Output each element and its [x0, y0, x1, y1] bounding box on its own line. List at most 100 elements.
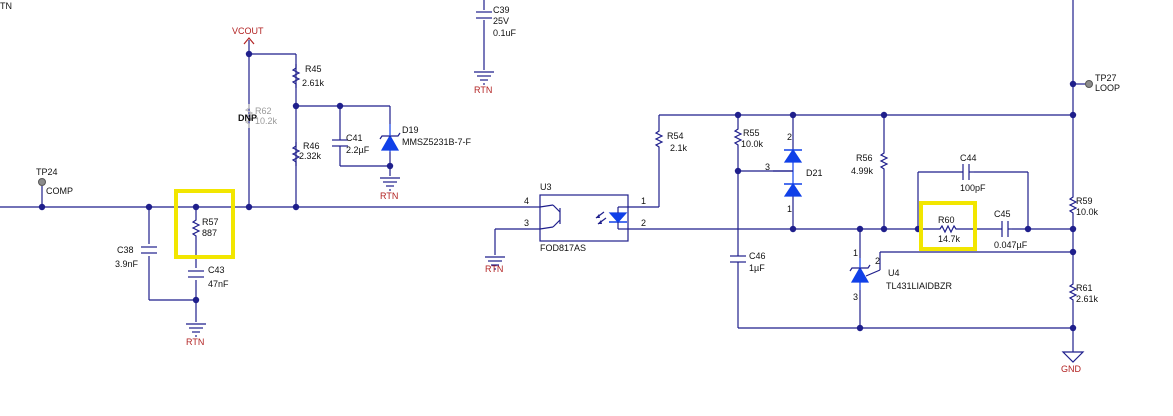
c39-value: 0.1uF	[493, 28, 517, 38]
u4-pin-3: 3	[853, 292, 858, 302]
c45-capacitor-icon	[1000, 221, 1012, 237]
c43-ref: C43	[208, 265, 225, 275]
c46-ref: C46	[749, 251, 766, 261]
c43-value: 47nF	[208, 279, 229, 289]
c46-capacitor-icon	[730, 252, 746, 272]
u3-pin-3: 3	[524, 218, 529, 228]
rtn-label: RTN	[186, 337, 204, 347]
tn-net-label: TN	[0, 1, 12, 11]
junction-dot	[1069, 324, 1077, 332]
c38-ref: C38	[117, 245, 134, 255]
r57-resistor-icon	[191, 216, 201, 240]
u3-pin-1: 1	[641, 196, 646, 206]
u4-pin-2: 2	[875, 256, 880, 266]
c44-capacitor-icon	[962, 164, 974, 180]
r60-highlight-box	[919, 201, 977, 251]
c45-ref: C45	[994, 209, 1011, 219]
r59-ref: R59	[1076, 196, 1093, 206]
d19-ref: D19	[402, 125, 419, 135]
dnp-label: DNP	[238, 113, 257, 123]
c43-capacitor-icon	[188, 270, 204, 278]
junction-dot	[734, 111, 742, 119]
junction-dot	[789, 111, 797, 119]
junction-dot	[292, 102, 300, 110]
tp24-testpoint-icon	[38, 178, 46, 186]
r54-ref: R54	[667, 131, 684, 141]
rtn-ground-c39-icon	[474, 71, 494, 85]
comp-net-label: COMP	[46, 186, 73, 196]
u4-shunt-regulator-icon	[849, 258, 881, 290]
r55-resistor-icon	[733, 126, 743, 148]
d19-zener-diode-icon	[379, 124, 401, 152]
junction-dot	[145, 203, 153, 211]
junction-dot	[734, 167, 742, 175]
u4-pin-1: 1	[853, 248, 858, 258]
r46-value: 2.32k	[299, 151, 322, 161]
loop-net-label: LOOP	[1095, 83, 1120, 93]
junction-dot	[856, 324, 864, 332]
rtn-ground-d19-icon	[380, 177, 400, 191]
u3-ref: U3	[540, 182, 552, 192]
junction-dot	[386, 162, 394, 170]
r56-value: 4.99k	[851, 166, 874, 176]
c38-capacitor-icon	[141, 246, 157, 254]
vcout-net-label: VCOUT	[232, 26, 264, 36]
gnd-label: GND	[1061, 364, 1082, 374]
d21-pin-1: 1	[787, 204, 792, 214]
r55-ref: R55	[743, 128, 760, 138]
c39-voltage: 25V	[493, 16, 509, 26]
junction-dot	[789, 225, 797, 233]
junction-dot	[880, 225, 888, 233]
r56-resistor-icon	[879, 150, 889, 172]
d21-pin-3: 3	[765, 162, 770, 172]
rtn-ground-c43-icon	[186, 323, 206, 337]
d21-pin-2: 2	[787, 132, 792, 142]
r61-resistor-icon	[1068, 280, 1078, 304]
r54-value: 2.1k	[670, 143, 688, 153]
r60-resistor-icon	[936, 224, 962, 234]
junction-dot	[880, 111, 888, 119]
r59-value: 10.0k	[1076, 207, 1099, 217]
junction-dot	[192, 203, 200, 211]
c46-value: 1µF	[749, 263, 765, 273]
junction-dot	[1069, 248, 1077, 256]
c41-value: 2.2µF	[346, 145, 370, 155]
r55-value: 10.0k	[741, 139, 764, 149]
c44-value: 100pF	[960, 183, 986, 193]
r57-value: 887	[202, 228, 217, 238]
u3-pin-4: 4	[524, 196, 529, 206]
junctions	[38, 50, 1077, 332]
c39-capacitor-icon	[476, 11, 492, 19]
d21-dual-diode-icon	[773, 148, 803, 197]
r57-ref: R57	[202, 217, 219, 227]
junction-dot	[292, 203, 300, 211]
r62-value: 10.2k	[255, 116, 278, 126]
r45-value: 2.61k	[302, 78, 325, 88]
junction-dot	[245, 50, 253, 58]
rtn-label: RTN	[380, 191, 398, 201]
r57-highlight-box	[174, 189, 235, 259]
r56-ref: R56	[856, 153, 873, 163]
d19-part: MMSZ5231B-7-F	[402, 137, 472, 147]
tp27-testpoint-icon	[1085, 80, 1093, 88]
junction-dot	[1069, 225, 1077, 233]
r46-ref: R46	[303, 141, 320, 151]
r60-ref: R60	[938, 215, 955, 225]
junction-dot	[245, 203, 253, 211]
u4-part: TL431LIAIDBZR	[886, 281, 953, 291]
rtn-label: RTN	[474, 85, 492, 95]
c39-ref: C39	[493, 5, 510, 15]
wires	[0, 0, 1086, 352]
u3-pin-2: 2	[641, 218, 646, 228]
r62-resistor-icon	[244, 104, 254, 128]
u3-optocoupler-icon	[530, 194, 629, 242]
d21-ref: D21	[806, 168, 823, 178]
r46-resistor-icon	[291, 142, 301, 166]
vcout-power-arrow-icon	[243, 37, 255, 45]
junction-dot	[1069, 80, 1077, 88]
rtn-ground-u3-icon	[485, 256, 505, 270]
r45-ref: R45	[305, 64, 322, 74]
junction-dot	[192, 296, 200, 304]
r61-ref: R61	[1076, 283, 1093, 293]
